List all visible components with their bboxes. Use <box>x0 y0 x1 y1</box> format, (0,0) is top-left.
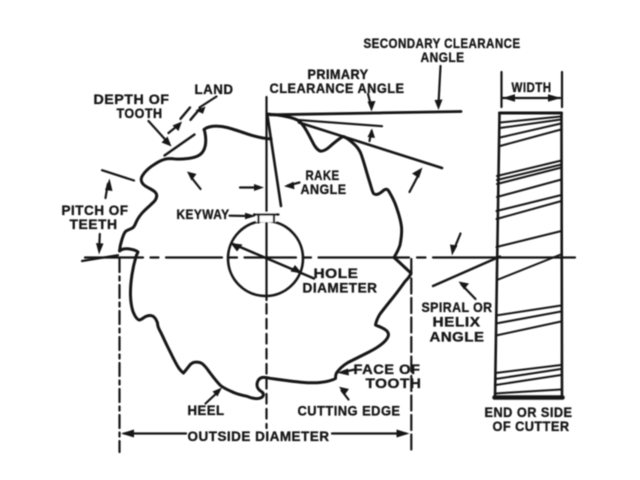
svg-text:ANGLE: ANGLE <box>421 49 465 65</box>
svg-text:TEETH: TEETH <box>70 216 118 232</box>
svg-text:CUTTING EDGE: CUTTING EDGE <box>298 403 401 419</box>
svg-text:SECONDARY CLEARANCE: SECONDARY CLEARANCE <box>364 35 521 51</box>
svg-text:ANGLE: ANGLE <box>301 181 347 197</box>
svg-text:HELIX: HELIX <box>433 314 481 330</box>
svg-text:TOOTH: TOOTH <box>117 105 163 121</box>
svg-text:FACE OF: FACE OF <box>354 361 421 377</box>
svg-text:OUTSIDE DIAMETER: OUTSIDE DIAMETER <box>188 428 330 444</box>
svg-text:OF CUTTER: OF CUTTER <box>493 418 570 434</box>
svg-text:SPIRAL OR: SPIRAL OR <box>422 299 493 315</box>
svg-text:RAKE: RAKE <box>306 167 340 183</box>
svg-text:PITCH OF: PITCH OF <box>62 202 129 218</box>
svg-text:END OR SIDE: END OR SIDE <box>485 404 573 420</box>
svg-text:ANGLE: ANGLE <box>430 329 485 345</box>
svg-text:PRIMARY: PRIMARY <box>308 66 369 82</box>
svg-text:HEEL: HEEL <box>188 402 225 418</box>
svg-text:CLEARANCE ANGLE: CLEARANCE ANGLE <box>270 80 405 96</box>
svg-text:TOOTH: TOOTH <box>366 375 422 391</box>
svg-text:DIAMETER: DIAMETER <box>303 280 378 296</box>
svg-text:WIDTH: WIDTH <box>512 79 552 95</box>
svg-text:DEPTH OF: DEPTH OF <box>94 91 170 107</box>
svg-text:HOLE: HOLE <box>314 265 359 281</box>
svg-text:LAND: LAND <box>195 81 234 97</box>
svg-text:KEYWAY: KEYWAY <box>177 206 230 222</box>
